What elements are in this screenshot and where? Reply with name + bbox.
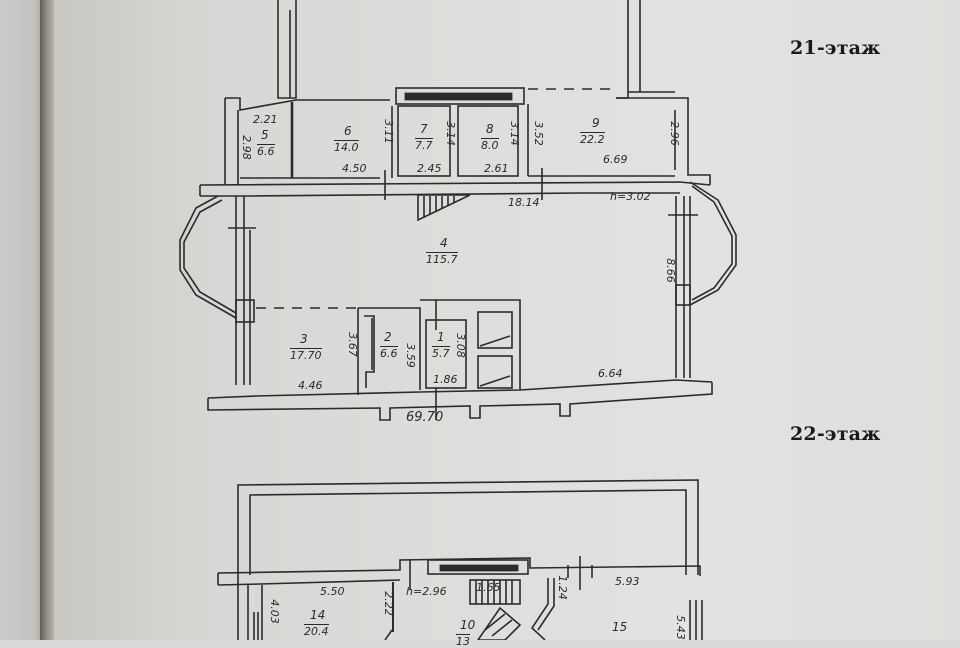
room-9-area: 22.2 (580, 132, 605, 146)
room-7-area: 7.7 (415, 138, 433, 152)
room-5-number: 5 (261, 128, 269, 142)
room-3-area: 17.70 (290, 348, 322, 362)
dim-r3-width: 4.46 (298, 379, 323, 392)
book-spine (40, 0, 54, 640)
dim-r9-depth-right: 2.96 (667, 121, 681, 146)
room-4-area: 115.7 (426, 252, 458, 266)
dim-r8-width: 2.61 (484, 162, 509, 175)
dim-r5-depth: 2.98 (239, 135, 253, 160)
room-15-number: 15 (612, 620, 628, 634)
dim-r4-depth: 8.66 (663, 258, 677, 283)
floor-label-21: 21-этаж (790, 37, 881, 59)
dim-r9-depth-left: 3.52 (531, 121, 545, 146)
room-3-number: 3 (300, 332, 308, 346)
dim-r14-depth-right: 2.22 (381, 591, 395, 616)
dim-r7-depth: 3.14 (443, 121, 457, 146)
dim-r15-left: 1.24 (555, 575, 569, 600)
room-14-number: 14 (310, 608, 326, 622)
room-4-number: 4 (440, 236, 448, 250)
room-1-area: 5.7 (432, 346, 450, 360)
left-page (0, 0, 42, 640)
room-2-area: 6.6 (380, 346, 398, 360)
dim-overall-length: 18.14 (508, 196, 540, 209)
room-8-number: 8 (486, 122, 494, 136)
dim-r8-depth: 3.14 (507, 121, 521, 146)
room-10-area: 13 (456, 634, 470, 648)
room-7-number: 7 (420, 122, 428, 136)
ceiling-height-22: h=2.96 (406, 585, 447, 598)
room-6-area: 14.0 (334, 140, 359, 154)
dim-r6-width: 4.50 (342, 162, 367, 175)
room-8-area: 8.0 (481, 138, 499, 152)
room-6-number: 6 (344, 124, 352, 138)
room-1-number: 1 (437, 330, 445, 344)
room-2-number: 2 (384, 330, 392, 344)
dim-r15-depth: 5.43 (673, 615, 687, 640)
dim-r5-width: 2.21 (253, 113, 278, 126)
room-9-number: 9 (592, 116, 600, 130)
total-area-21: 69.70 (406, 410, 444, 425)
dim-r14-width: 5.50 (320, 585, 345, 598)
dim-r3-depth: 3.67 (345, 332, 359, 357)
dim-r2-depth: 3.59 (403, 343, 417, 368)
dim-stair: 1.65 (476, 581, 501, 594)
room-5-area: 6.6 (257, 144, 275, 158)
dim-r6-depth: 3.11 (381, 119, 395, 144)
dim-r1-width: 1.86 (433, 373, 458, 386)
dim-r7-width: 2.45 (417, 162, 442, 175)
dim-r15-width: 5.93 (615, 575, 640, 588)
room-10-number: 10 (460, 618, 476, 632)
ceiling-height-21: h=3.02 (610, 190, 651, 203)
dim-r14-depth: 4.03 (267, 599, 281, 624)
floor-label-22: 22-этаж (790, 423, 881, 445)
dim-r9-width: 6.69 (603, 153, 628, 166)
dim-bottom-right: 6.64 (598, 367, 623, 380)
room-14-area: 20.4 (304, 624, 329, 638)
dim-r1-depth: 3.08 (453, 333, 467, 358)
